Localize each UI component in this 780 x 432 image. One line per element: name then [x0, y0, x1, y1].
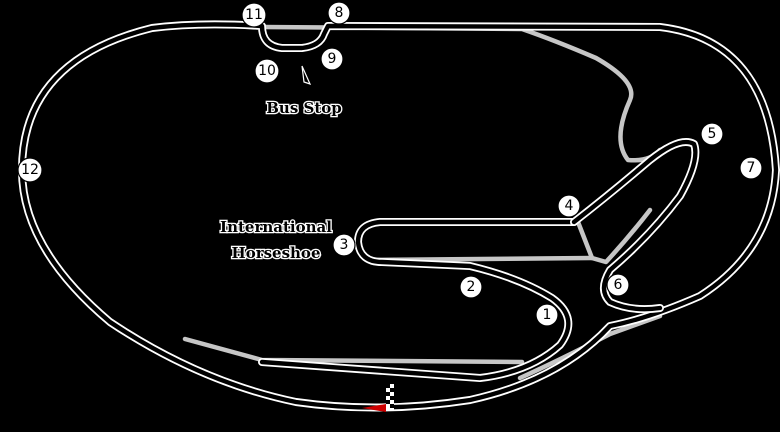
turn-marker-5: 5 [700, 122, 724, 146]
turn-marker-9: 9 [320, 47, 344, 71]
horseshoe-label: Horseshoe [232, 244, 321, 262]
turn-label-1: 1 [543, 307, 552, 323]
infield-cut-route [575, 207, 653, 265]
red-pennant-icon [362, 404, 386, 412]
checkered-flag-icon [386, 384, 394, 410]
turn-label-3: 3 [340, 237, 349, 253]
track [18, 20, 780, 412]
turn-marker-2: 2 [459, 275, 483, 299]
bottom-infield-route [517, 313, 663, 381]
turn-marker-7: 7 [739, 156, 763, 180]
turn-marker-6: 6 [606, 273, 630, 297]
turn-marker-1: 1 [535, 303, 559, 327]
turn-marker-8: 8 [327, 1, 351, 25]
turn-marker-4: 4 [557, 194, 581, 218]
turn-label-8: 8 [335, 5, 344, 21]
direction-arrow-icon [301, 65, 312, 85]
turn-label-4: 4 [565, 198, 574, 214]
international-horseshoe-surface [259, 219, 577, 381]
turn-label-6: 6 [614, 277, 623, 293]
turn-label-12: 12 [21, 162, 39, 178]
turn-marker-11: 11 [241, 2, 267, 28]
oval-surface [19, 22, 779, 410]
back-straight-connector [182, 336, 525, 365]
bus-stop-label: Bus Stop [266, 99, 342, 117]
turn-marker-10: 10 [254, 58, 280, 84]
turn-label-5: 5 [708, 126, 717, 142]
turn-label-9: 9 [328, 51, 337, 67]
international-label: International [220, 218, 332, 236]
turn-4-to-6-surface [571, 139, 698, 312]
outer-connector-route [259, 24, 663, 163]
turn-label-2: 2 [467, 279, 476, 295]
turn-label-10: 10 [258, 63, 276, 79]
start-finish [362, 384, 394, 412]
turn-marker-12: 12 [17, 157, 43, 183]
turn-label-11: 11 [245, 7, 263, 23]
turn-4-to-6-outline [570, 138, 700, 314]
alternate-routes [182, 24, 663, 381]
turn-label-7: 7 [747, 160, 756, 176]
turn-marker-3: 3 [332, 233, 356, 257]
